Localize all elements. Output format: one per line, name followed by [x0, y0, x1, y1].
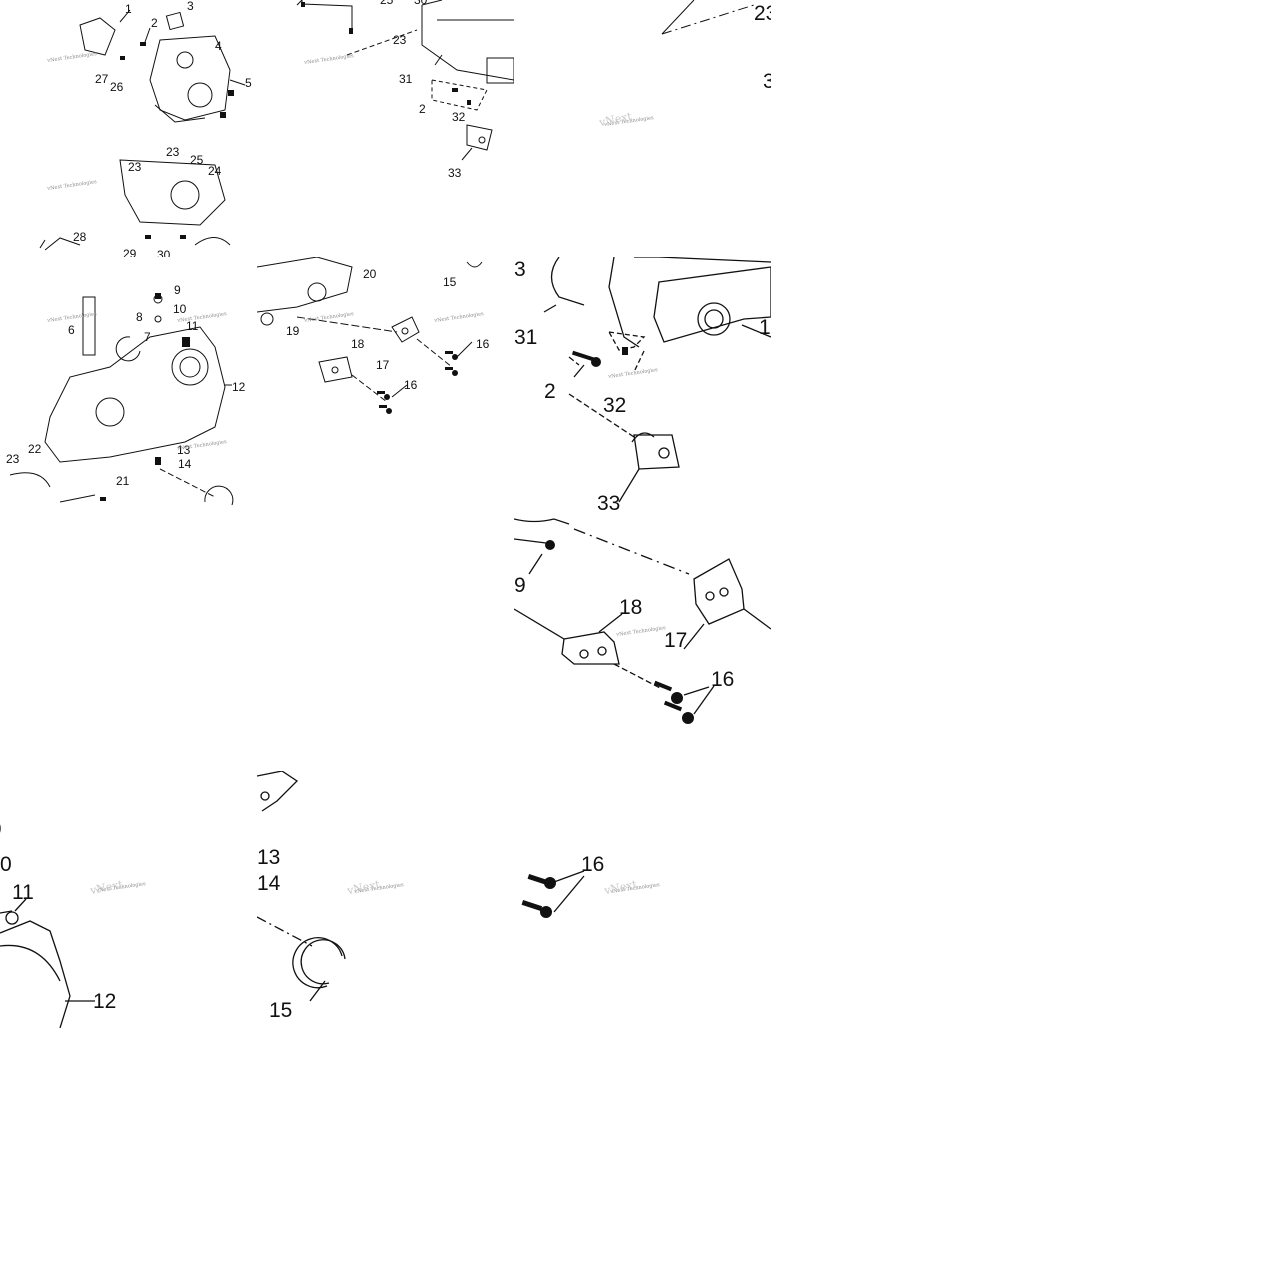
callout-23: 23: [6, 452, 20, 466]
callout-14: 14: [257, 872, 281, 895]
callout-5: 5: [245, 76, 252, 90]
callout-2: 2: [544, 380, 556, 403]
callout-26: 26: [110, 80, 124, 94]
callout-10: 10: [173, 302, 187, 316]
callout-23: 23: [393, 33, 407, 47]
callout-1: 1: [125, 2, 132, 16]
callout-16a: 16: [476, 337, 490, 351]
zoom-drawing: [661, 0, 755, 35]
callout-8: 8: [136, 310, 143, 324]
callout-15: 15: [443, 275, 457, 289]
callout-29: 29: [123, 247, 137, 257]
callout-23a: 23: [128, 160, 142, 174]
callout-31: 31: [399, 72, 413, 86]
callout-18: 18: [351, 337, 365, 351]
callout-16b: 16: [404, 378, 418, 392]
callout-12: 12: [93, 990, 117, 1013]
callout-17: 17: [376, 358, 390, 372]
callout-21: 21: [116, 474, 130, 488]
callout-20: 20: [363, 267, 377, 281]
callout-33: 33: [597, 492, 621, 514]
callout-9: 9: [514, 574, 526, 597]
callout-11: 11: [186, 319, 199, 333]
diagram-tile-zoom-crankcase: 9 0 11 12 vNext Technologies vNext: [0, 771, 257, 1028]
diagram-tile-zoom-topright: 23 3 vNext Technologies vNext: [514, 0, 771, 257]
diagram-tile-overview-top: 1 2 3 4 5 27 26 23 23 25 24 28 29 30 vNe…: [0, 0, 257, 257]
crankcase-zoom-drawing: [0, 898, 95, 1028]
callout-12: 12: [232, 380, 246, 394]
callout-23b: 23: [166, 145, 180, 159]
callout-0: 0: [0, 853, 12, 876]
callout-4: 4: [215, 39, 222, 53]
callout-23: 23: [754, 2, 771, 25]
callout-15: 15: [269, 999, 293, 1022]
callout-30: 30: [157, 248, 171, 257]
diagram-tile-zoom-ring: 13 14 15 vNext Technologies vNext: [257, 771, 514, 1028]
bolts-zoom-drawing: [521, 870, 585, 918]
callout-3: 3: [514, 258, 526, 281]
callout-9: 9: [0, 819, 2, 840]
callout-24: 24: [208, 164, 222, 178]
callout-16: 16: [711, 668, 735, 691]
callout-15: 15: [759, 316, 771, 339]
callout-3: 3: [187, 0, 194, 13]
ring-zoom-drawing: [257, 771, 346, 1002]
diagram-tile-zoom-mounts: 9 18 17 16 vNext Technologies: [514, 514, 771, 771]
callout-6: 6: [68, 323, 75, 337]
cover-bracket-zoom-drawing: [543, 257, 771, 503]
callout-33: 33: [448, 166, 462, 180]
callout-31: 31: [514, 326, 538, 349]
crankcase-parts-drawing: [39, 9, 246, 251]
callout-16: 16: [581, 853, 605, 876]
callout-25: 25: [190, 153, 204, 167]
callout-19: 19: [286, 324, 300, 338]
callout-32: 32: [603, 394, 627, 417]
callout-2: 2: [419, 102, 426, 116]
callout-13: 13: [177, 443, 191, 457]
callout-17: 17: [664, 629, 688, 652]
callout-2: 2: [151, 16, 158, 30]
mount-brackets-drawing: [257, 257, 483, 414]
callout-11: 11: [12, 881, 34, 904]
crankcase-half-drawing: [9, 293, 234, 506]
callout-14: 14: [178, 457, 192, 471]
diagram-tile-crankcase: 9 10 11 6 8 7 12 22 23 13 14 21 vNext Te…: [0, 257, 257, 514]
callout-30: 30: [414, 0, 428, 7]
callout-32: 32: [452, 110, 466, 124]
diagram-tile-mounts: 20 15 19 18 17 16 16 vNext Technologies …: [257, 257, 514, 514]
diagram-tile-zoom-cover: 3 31 15 2 32 33 vNext Technologies: [514, 257, 771, 514]
callout-13: 13: [257, 846, 281, 869]
cover-parts-drawing: [296, 0, 514, 161]
mount-zoom-drawing: [514, 518, 771, 724]
callout-3: 3: [763, 70, 771, 93]
callout-22: 22: [28, 442, 42, 456]
diagram-tile-zoom-bolts: 16 vNext Technologies vNext: [514, 771, 771, 1028]
callout-9: 9: [174, 283, 181, 297]
diagram-tile-overview-right: 25 30 23 31 2 32 33 vNext Technologies: [257, 0, 514, 257]
callout-18: 18: [619, 596, 643, 619]
callout-28: 28: [73, 230, 87, 244]
callout-7: 7: [144, 330, 151, 344]
callout-27: 27: [95, 72, 109, 86]
callout-25: 25: [380, 0, 394, 7]
